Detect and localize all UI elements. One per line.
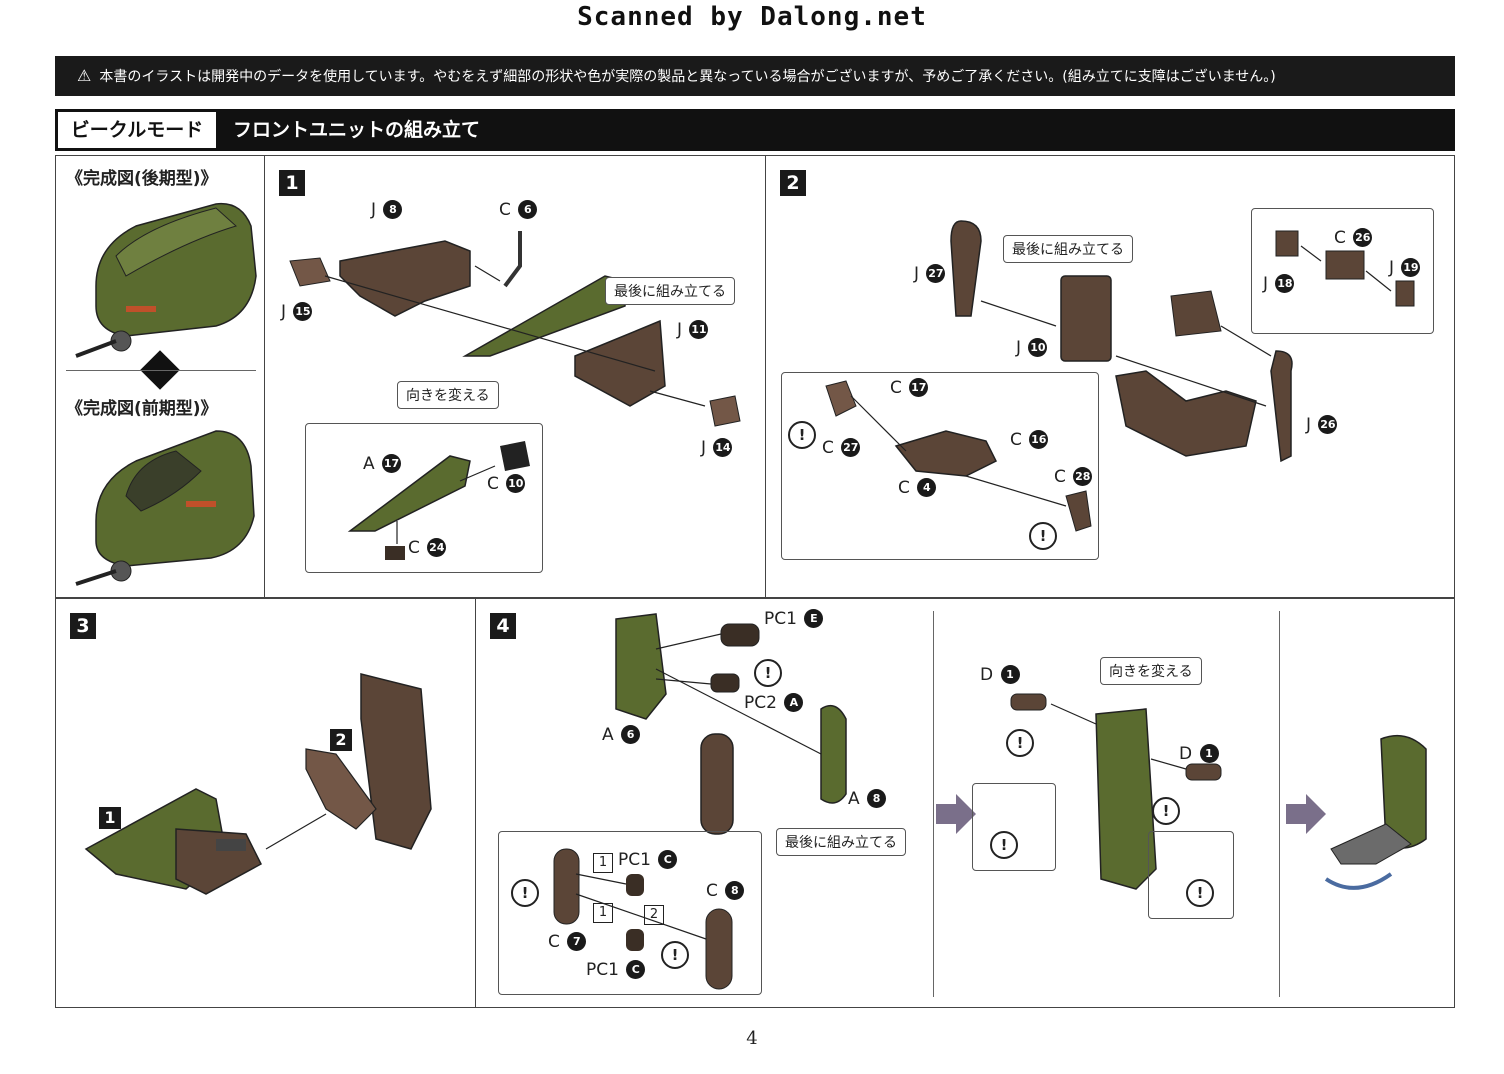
step1-panel: 1 J 8 C 6 J 15 J 11 J 14 最後に組み立てる 向きを変える…	[264, 155, 767, 598]
substep-marker: 2	[330, 729, 352, 751]
completed-panel: 《完成図(後期型)》 《完成図(前期型)》	[55, 155, 266, 598]
caution-icon: !	[661, 941, 689, 969]
completed-early-illustration	[75, 430, 255, 586]
part-label: J 8	[371, 200, 403, 220]
completed-early-label: 《完成図(前期型)》	[66, 399, 218, 419]
step2-diagram	[825, 220, 1415, 532]
callout-assemble-last: 最後に組み立てる	[1003, 235, 1133, 263]
step2-panel: 2 J 27 J 10 最後に組み立てる C 26 J 18 J 19 J 26	[765, 155, 1455, 598]
part-label: C 16	[1010, 430, 1049, 450]
part-label: A 6	[602, 725, 641, 745]
caution-icon: !	[1186, 879, 1214, 907]
part-label: PC2 A	[744, 693, 804, 713]
step2-bottom-subassembly-box	[781, 372, 1099, 560]
section-header: ビークルモード フロントユニットの組み立て	[55, 109, 1455, 151]
callout-assemble-last: 最後に組み立てる	[776, 828, 906, 856]
substep-marker: 1	[99, 807, 121, 829]
part-label: C 24	[408, 538, 447, 558]
part-label: J 18	[1263, 274, 1295, 294]
part-label: C 7	[548, 932, 587, 952]
warning-banner: ⚠ 本書のイラストは開発中のデータを使用しています。やむをえず細部の形状や色が実際…	[55, 56, 1455, 96]
part-label: J 14	[701, 438, 733, 458]
part-label: C 10	[487, 474, 526, 494]
panel-divider	[1279, 611, 1280, 997]
divider-line	[66, 370, 256, 371]
part-label: A 17	[363, 454, 402, 474]
completed-late-label: 《完成図(後期型)》	[66, 169, 218, 189]
step1-subassembly-box	[305, 423, 543, 573]
step3-panel: 3 2 1	[55, 598, 477, 1008]
part-label: C 26	[1334, 228, 1373, 248]
step-number: 1	[279, 170, 305, 196]
step3-diagram	[84, 673, 432, 895]
step-number: 2	[780, 170, 806, 196]
part-label: C 4	[898, 478, 937, 498]
step4-diagram	[553, 613, 1427, 990]
callout-change-orientation: 向きを変える	[397, 381, 499, 409]
section-title: フロントユニットの組み立て	[233, 119, 481, 141]
mode-tab: ビークルモード	[58, 112, 216, 148]
part-label: A 8	[848, 789, 887, 809]
part-label: C 8	[706, 881, 745, 901]
part-label: J 27	[914, 264, 946, 284]
part-label: PC1 C	[586, 960, 646, 980]
step4-panel: 4 PC1 E PC2 A ! A 6	[475, 598, 1455, 1008]
step-number: 3	[70, 613, 96, 639]
step1-diagram	[289, 231, 741, 560]
warning-triangle-icon: ⚠	[77, 66, 92, 85]
part-label: J 19	[1389, 258, 1421, 278]
step4-subassembly-box	[498, 831, 762, 995]
part-label: J 11	[677, 320, 709, 340]
detail-box	[1148, 831, 1234, 919]
part-label: PC1 E	[764, 609, 824, 629]
part-label: C 28	[1054, 467, 1093, 487]
detail-box	[972, 783, 1056, 871]
caution-icon: !	[1006, 729, 1034, 757]
step-number: 4	[490, 613, 516, 639]
part-label: J 15	[281, 302, 313, 322]
completed-late-illustration	[75, 202, 257, 358]
part-label: PC1 C	[618, 850, 678, 870]
caution-icon: !	[990, 831, 1018, 859]
part-label: D 1	[980, 665, 1020, 685]
panel-divider	[933, 611, 934, 997]
step2-top-subassembly-box	[1251, 208, 1434, 334]
scan-watermark: Scanned by Dalong.net	[577, 2, 927, 32]
caution-icon: !	[1152, 797, 1180, 825]
order-marker: 2	[644, 905, 664, 925]
page-number: 4	[746, 1028, 758, 1049]
callout-change-orientation: 向きを変える	[1100, 657, 1202, 685]
warning-text: 本書のイラストは開発中のデータを使用しています。やむをえず細部の形状や色が実際の…	[99, 69, 1276, 85]
part-label: C 6	[499, 200, 538, 220]
part-label: D 1	[1179, 744, 1219, 764]
order-marker: 1	[593, 903, 613, 923]
part-label: C 27	[822, 438, 861, 458]
caution-icon: !	[788, 421, 816, 449]
callout-assemble-last: 最後に組み立てる	[605, 277, 735, 305]
part-label: C 17	[890, 378, 929, 398]
caution-icon: !	[511, 879, 539, 907]
caution-icon: !	[754, 659, 782, 687]
part-label: J 10	[1016, 338, 1048, 358]
caution-icon: !	[1029, 522, 1057, 550]
part-label: J 26	[1306, 415, 1338, 435]
order-marker: 1	[593, 853, 613, 873]
